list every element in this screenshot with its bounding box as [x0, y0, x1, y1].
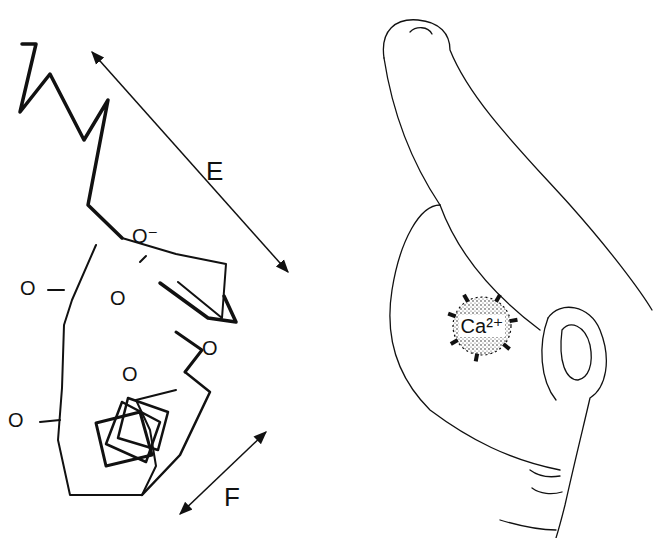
hand-outline — [383, 20, 652, 538]
ligand-label: O — [110, 288, 126, 308]
ligand-label: O⁻ — [132, 226, 158, 246]
protein-backbone — [20, 44, 236, 495]
ion-circle: Ca²⁺ — [444, 288, 520, 364]
ligand-label: O — [202, 338, 218, 358]
ion-label: Ca²⁺ — [459, 315, 506, 337]
helix-label: E — [206, 158, 223, 184]
ligand-label: O — [122, 364, 138, 384]
helix-extent-arrow — [180, 432, 266, 514]
helix-label: F — [224, 484, 240, 510]
ligand-label: O — [20, 278, 36, 298]
ligand-label: O — [8, 410, 24, 430]
helix-extent-arrow — [92, 52, 288, 272]
